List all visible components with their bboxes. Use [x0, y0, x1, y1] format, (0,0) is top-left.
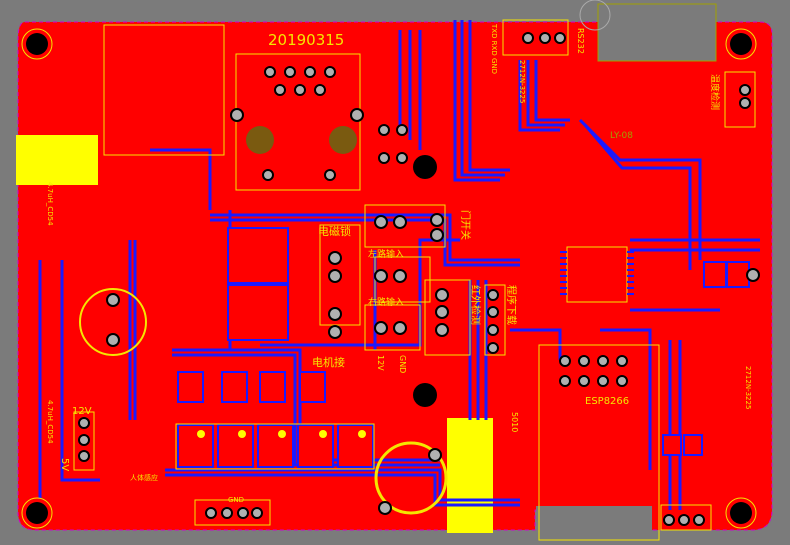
silk-fill-bottom	[447, 418, 493, 533]
date-label: 20190315	[268, 31, 344, 49]
silk-fill-left	[16, 135, 98, 185]
esp8266-label: ESP8266	[585, 396, 629, 407]
connector-5010-label: 5010	[510, 412, 519, 432]
inductor-label-2: 4.7uH_CD54	[46, 400, 54, 444]
relay-outlines	[73, 19, 756, 541]
door-switch-label: 门开关	[459, 210, 472, 240]
motor-gnd-label: GND	[398, 355, 407, 373]
through-hole-pads	[78, 32, 760, 526]
download-label: 程序下载	[505, 285, 518, 325]
rs232-label: RS232	[576, 28, 585, 54]
crosshair	[579, 0, 611, 31]
ir-detect-label: 红外检测	[469, 285, 482, 325]
crystal-label: 2712N-3225	[744, 366, 752, 409]
module-label: LY-08	[610, 131, 633, 141]
left-input-label: 左路输入	[368, 248, 404, 260]
bottom-gnd-label: GND	[228, 496, 244, 504]
lock-label: 电磁锁	[318, 224, 351, 238]
capacitor-large	[79, 288, 147, 356]
cutout-top	[598, 4, 716, 61]
temp-label: 温度检测	[709, 74, 721, 110]
relay-dots	[197, 430, 366, 438]
v5-label: 5V	[59, 458, 70, 471]
crystal-label-2: 2712N-3225	[518, 60, 526, 103]
mcu-chip	[560, 246, 634, 303]
cutout-bottom	[536, 506, 652, 545]
mounting-holes	[21, 28, 757, 529]
right-input-label: 右路输入	[368, 296, 404, 308]
v12-label: 12V	[72, 406, 92, 417]
motor-label: 电机接	[312, 355, 345, 369]
human-sensor-label: 人体感应	[130, 473, 158, 482]
motor-12v-label: 12V	[376, 355, 385, 371]
capacitor-bottom	[374, 441, 448, 515]
cutout-top-outline	[597, 3, 717, 62]
inductor-label-1: 4.7uH_CD54	[46, 182, 54, 226]
uart-pins-label: TXD RXD GND	[490, 23, 498, 74]
relay-pads	[177, 227, 750, 468]
